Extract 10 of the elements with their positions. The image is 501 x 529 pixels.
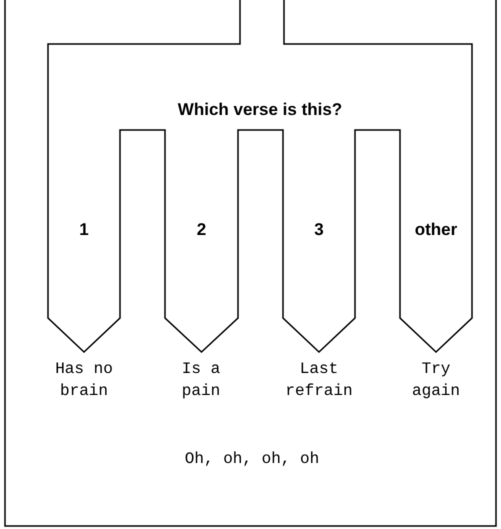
- result-text: Is a pain: [180, 359, 222, 402]
- case-label: 2: [196, 220, 206, 240]
- question-text: Which verse is this?: [178, 100, 342, 120]
- case-label: 1: [79, 220, 89, 240]
- case-label: other: [414, 220, 458, 240]
- case-label: 3: [314, 220, 324, 240]
- result-text: Last refrain: [284, 359, 354, 402]
- result-text: Has no brain: [54, 359, 114, 402]
- chorus-text: Oh, oh, oh, oh: [184, 449, 320, 470]
- result-text: Try again: [410, 359, 461, 402]
